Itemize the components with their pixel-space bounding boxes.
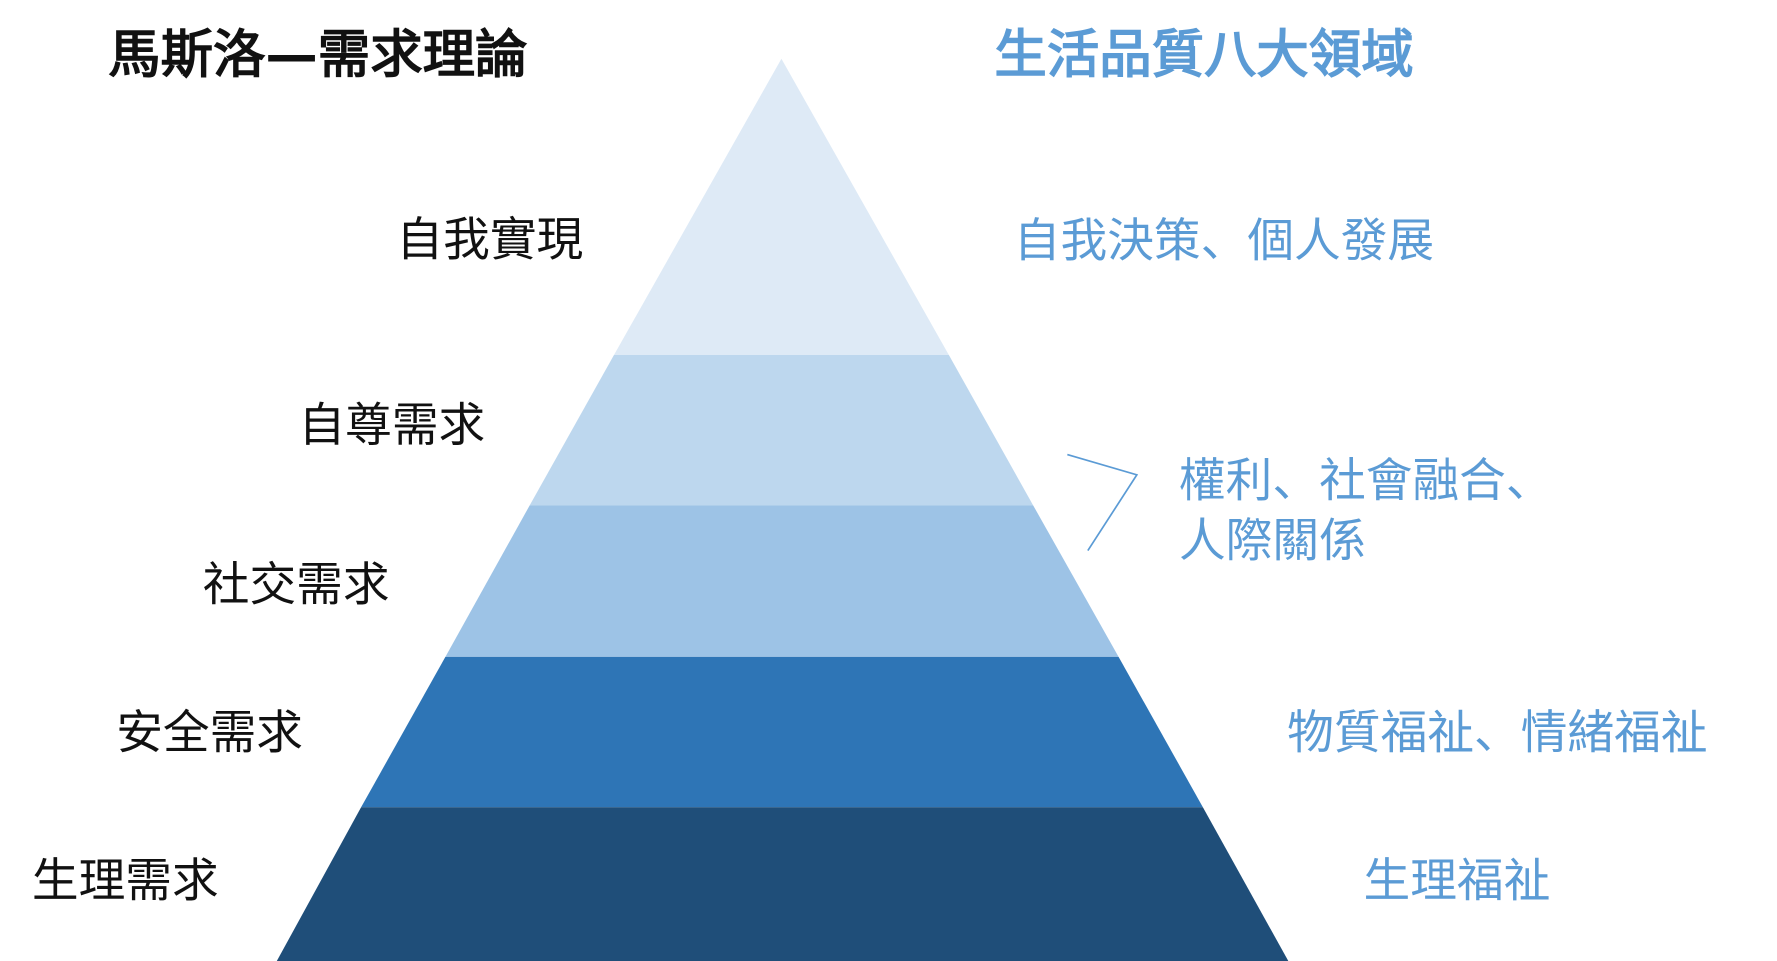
level-safety: 安全需求 xyxy=(116,705,304,760)
level-self-actualization: 自我實現 xyxy=(396,212,584,267)
domain-social-line1: 權利、社會融合、 xyxy=(1178,453,1553,508)
domain-social-line2: 人際關係 xyxy=(1178,513,1366,568)
level-social: 社交需求 xyxy=(202,557,390,612)
domain-self: 自我決策、個人發展 xyxy=(1013,213,1435,268)
domain-physiological: 生理福祉 xyxy=(1363,853,1551,908)
level-physiological: 生理需求 xyxy=(31,853,219,908)
bracket-line xyxy=(1067,453,1139,552)
domain-safety: 物質福祉、情緒福祉 xyxy=(1287,705,1708,760)
pyramid-band-safety xyxy=(361,656,1203,808)
pyramid-band-physiological xyxy=(276,807,1289,961)
left-title: 馬斯洛—需求理論 xyxy=(108,23,528,85)
right-title: 生活品質八大領域 xyxy=(994,23,1414,85)
level-esteem: 自尊需求 xyxy=(298,397,486,453)
pyramid-band-self-actualization xyxy=(613,58,949,356)
pyramid-band-esteem xyxy=(529,355,1034,506)
pyramid-band-social xyxy=(445,505,1119,657)
